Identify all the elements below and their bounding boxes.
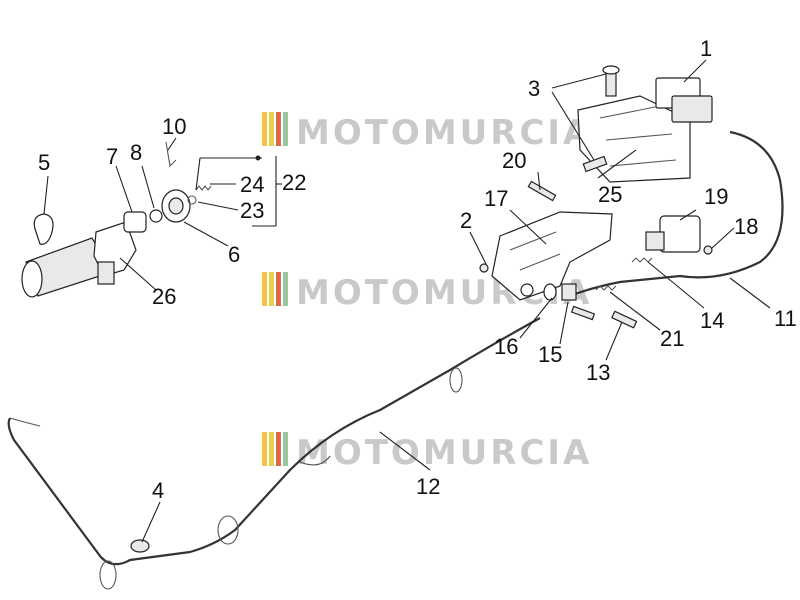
leader-lines [43,59,771,543]
sleeve-end [21,260,43,298]
callout-4: 4 [152,478,164,503]
callout-1: 1 [700,36,712,61]
bracket-ribs [509,231,561,271]
callout-26: 26 [152,284,176,309]
callout-22: 22 [282,170,306,195]
callout-21: 21 [660,326,684,351]
callout-12: 12 [416,474,440,499]
bracket-ribs [599,105,677,167]
part-16 [543,283,557,301]
spring-14 [631,257,653,263]
cable-11 [569,130,784,298]
callout-7: 7 [106,144,118,169]
part-15b [570,305,596,321]
callout-25: 25 [598,182,622,207]
callout-13: 13 [586,360,610,385]
actuator-19 [659,215,701,253]
callout-15: 15 [538,342,562,367]
clip-5 [33,213,54,245]
screw-3-upper [605,71,617,97]
cable-loop [217,515,239,545]
callout-10: 10 [162,114,186,139]
cable-clip [299,455,331,466]
hinge-plate [671,95,713,123]
housing-tab [97,261,115,285]
callout-24: 24 [240,172,264,197]
callouts: 1 2 3 4 5 6 7 8 10 11 12 13 14 15 16 17 … [38,36,797,503]
cable-loop [99,560,117,590]
callout-2: 2 [460,208,472,233]
spring-21 [595,285,617,291]
part-15 [561,283,577,301]
callout-5: 5 [38,150,50,175]
actuator-neck [645,231,665,251]
screw-head [602,65,620,75]
callout-16: 16 [494,334,518,359]
cap-6-inner [168,197,184,215]
callout-19: 19 [704,184,728,209]
cable-12 [7,317,541,566]
callout-23: 23 [240,198,264,223]
screw-3-lower [582,155,608,173]
washer-8 [149,209,163,223]
pivot [520,283,534,297]
callout-20: 20 [502,148,526,173]
lever-bracket-17 [491,211,613,301]
spring-24 [195,185,212,191]
part-13 [611,310,638,329]
cable-loop [449,367,463,393]
callout-11: 11 [774,306,797,331]
callout-8: 8 [130,140,142,165]
watermark-top: MOTOMURCIA [262,112,592,153]
callout-6: 6 [228,242,240,267]
pin-10 [165,141,177,168]
callout-17: 17 [484,186,508,211]
clip-4 [130,539,150,553]
ring-23 [187,195,197,205]
barrel-7 [123,211,147,233]
callout-3: 3 [528,76,540,101]
watermark-bottom: MOTOMURCIA [262,432,592,473]
nut-18 [703,245,713,255]
cable-12-sheath [9,417,41,427]
callout-14: 14 [700,308,724,333]
watermark-text: MOTOMURCIA [296,113,592,153]
bolt-20 [527,180,557,202]
watermark-text: MOTOMURCIA [296,433,592,473]
callout-18: 18 [734,214,758,239]
pin-2 [479,263,489,273]
